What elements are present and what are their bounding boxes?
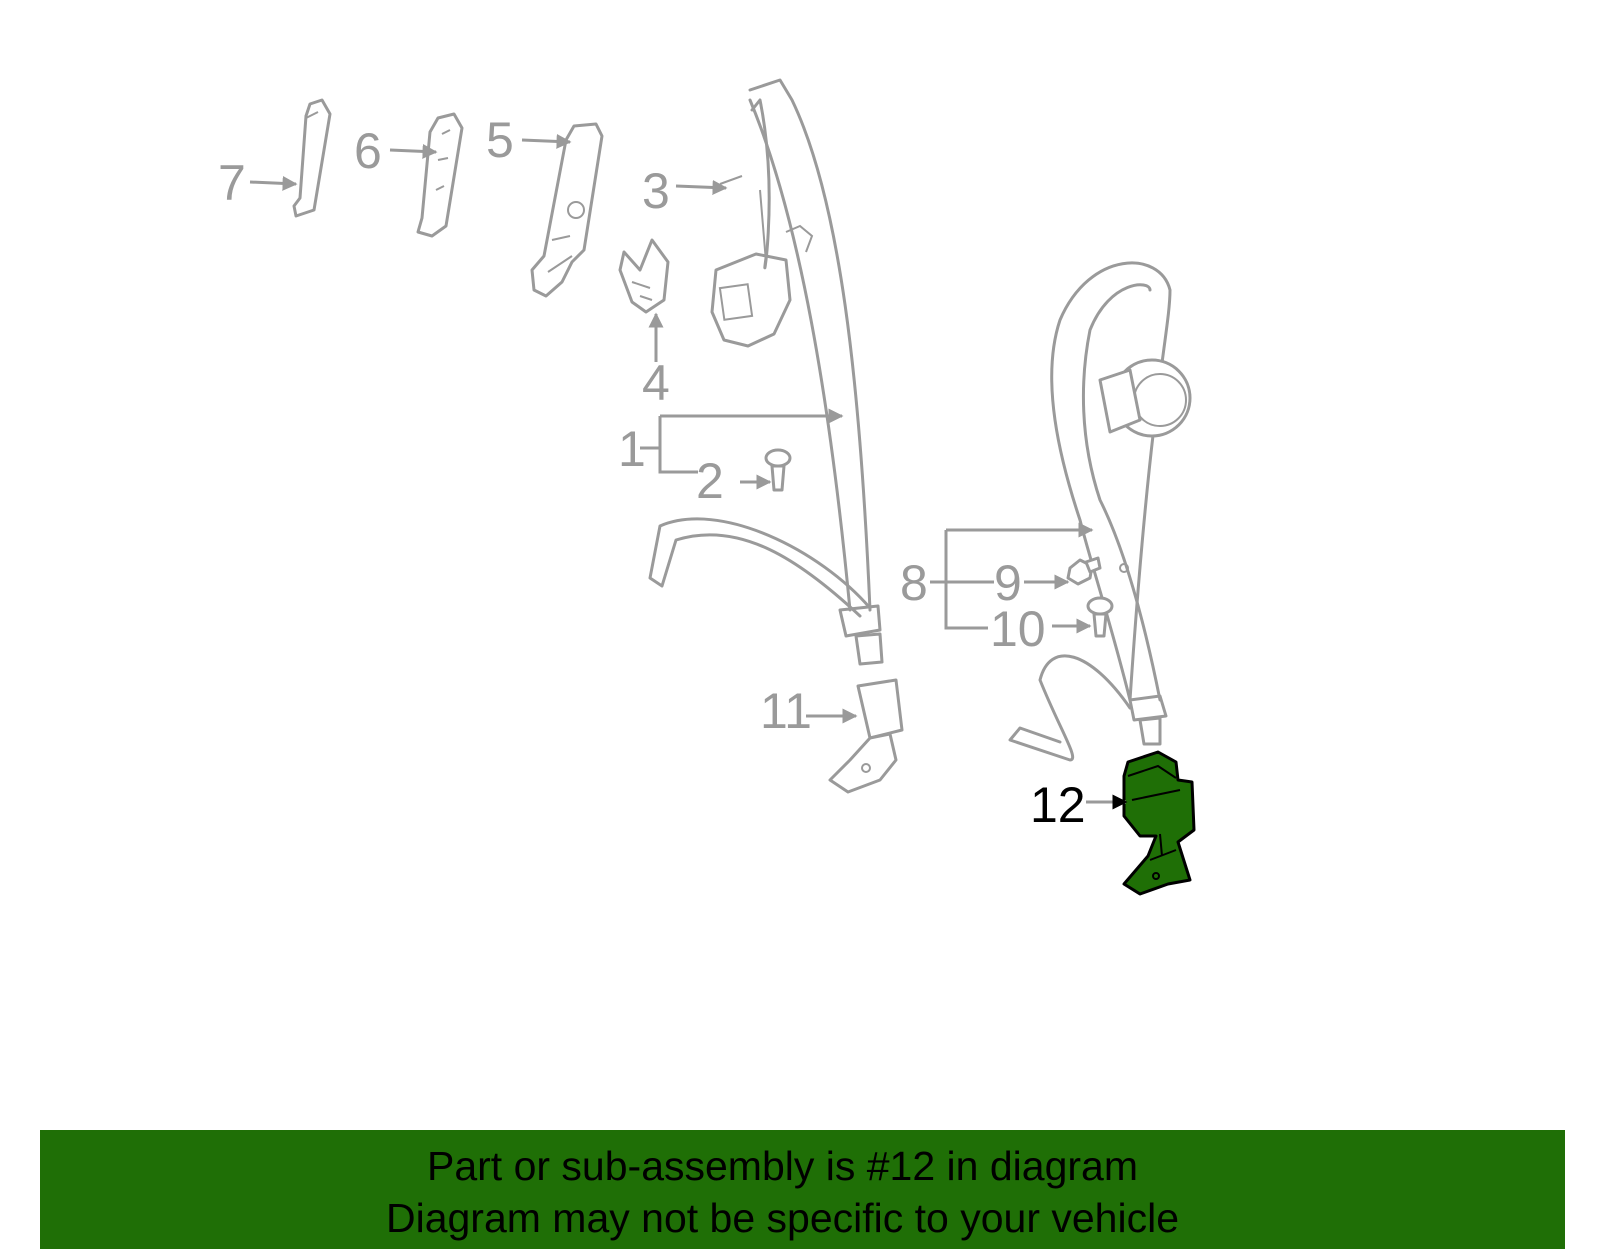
- parts-diagram: 7 6 5 3 4 1 2 8 9 10 11 12: [218, 78, 1196, 896]
- part-9-bolt: [1066, 556, 1102, 586]
- part-5-height-adjuster: [530, 122, 604, 298]
- callout-12: 12: [1030, 777, 1086, 833]
- callout-2: 2: [696, 453, 724, 509]
- callout-1: 1: [618, 421, 646, 477]
- callout-6: 6: [354, 123, 382, 179]
- callout-5: 5: [486, 112, 514, 168]
- callout-labels: 7 6 5 3 4 1 2 8 9 10 11 12: [218, 112, 1086, 833]
- callout-4: 4: [642, 355, 670, 411]
- callout-11: 11: [760, 683, 812, 739]
- part-3-retractor: [710, 175, 814, 348]
- part-11-front-buckle: [828, 678, 904, 794]
- footer-line-1: Part or sub-assembly is #12 in diagram: [427, 1143, 1138, 1189]
- part-1-front-belt: [648, 78, 884, 666]
- callout-10: 10: [990, 601, 1046, 657]
- part-12-rear-buckle: [1122, 750, 1196, 896]
- callout-9: 9: [994, 555, 1022, 611]
- callout-7: 7: [218, 155, 246, 211]
- callout-3: 3: [642, 163, 670, 219]
- part-6-guide: [416, 112, 464, 238]
- part-2-bolt: [764, 448, 792, 492]
- footer-banner: Part or sub-assembly is #12 in diagram D…: [40, 1130, 1565, 1249]
- part-8-rear-belt: [1008, 261, 1192, 762]
- leader-lines: [249, 133, 1128, 810]
- part-4-bracket: [618, 238, 670, 314]
- part-10-bolt: [1086, 596, 1114, 638]
- callout-8: 8: [900, 555, 928, 611]
- part-7-trim-strip: [292, 98, 332, 218]
- footer-line-2: Diagram may not be specific to your vehi…: [385, 1195, 1179, 1241]
